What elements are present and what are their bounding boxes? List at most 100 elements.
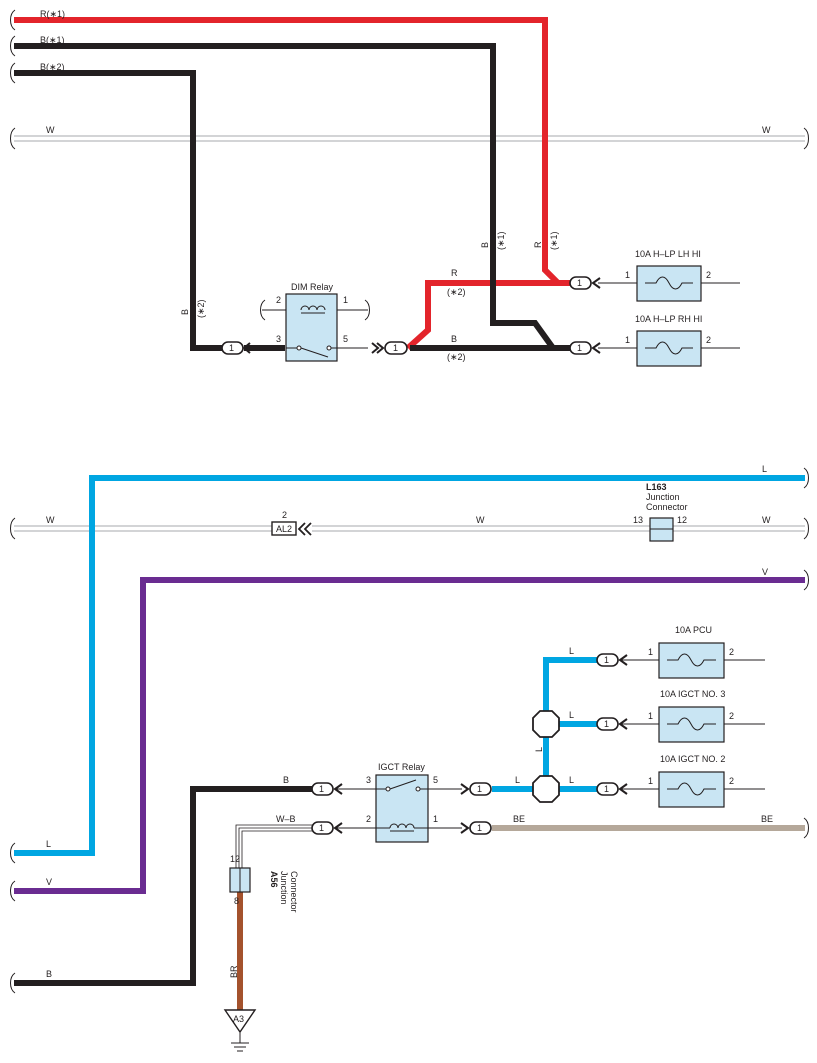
- connector-igct-in-b: 1: [311, 782, 343, 796]
- label-wire-w-bottom-right: W: [762, 515, 771, 525]
- label-wire-b-out: B: [451, 334, 457, 344]
- label-wire-b2: B(∗2): [40, 62, 65, 72]
- wire-v: [14, 577, 805, 894]
- connector-dim-out: 1: [371, 341, 408, 355]
- svg-text:1: 1: [319, 784, 324, 794]
- igct-relay-pin5: 5: [433, 775, 438, 785]
- break-marks-top: [10, 9, 809, 321]
- wire-r2: [405, 280, 576, 351]
- dim-relay-pin1: 1: [343, 295, 348, 305]
- igct-relay-pin1: 1: [433, 814, 438, 824]
- wire-w-bottom: [14, 525, 805, 532]
- fuse-hlp-lh-hi: 10A H–LP LH HI 1 2: [625, 249, 711, 302]
- fuse-pcu: 10A PCU 1 2: [648, 625, 734, 679]
- dim-relay: DIM Relay 2 1 3 5: [276, 282, 348, 362]
- fuse-icon: [667, 653, 716, 667]
- igct-relay-coil-icon: [389, 823, 415, 829]
- svg-text:Junction: Junction: [646, 492, 680, 502]
- svg-text:1: 1: [648, 647, 653, 657]
- igct-relay: IGCT Relay 3 5 2 1: [366, 762, 438, 843]
- label-wire-r2: R: [451, 268, 458, 278]
- fuse-igct-no2-label: 10A IGCT NO. 2: [660, 754, 725, 764]
- fuse-leads-bottom: [620, 659, 765, 790]
- label-vert-b2-star: (∗2): [196, 299, 206, 318]
- svg-text:2: 2: [706, 270, 711, 280]
- svg-text:1: 1: [577, 343, 582, 353]
- fuse-icon: [667, 717, 716, 731]
- splice-point-upper: [532, 710, 560, 738]
- connector-fuse-rh: 1: [569, 341, 601, 355]
- connector-fuse-igct2: 1: [596, 782, 628, 796]
- connector-igct-in-wb: 1: [311, 821, 343, 835]
- label-wire-l-relay: L: [515, 775, 520, 785]
- svg-text:12: 12: [677, 515, 687, 525]
- wire-w-top: [14, 135, 805, 142]
- igct-relay-label: IGCT Relay: [378, 762, 425, 772]
- label-wire-b-bottom: B: [46, 969, 52, 979]
- svg-text:L163: L163: [646, 482, 667, 492]
- svg-text:Connector: Connector: [646, 502, 688, 512]
- label-vert-r1-star: (∗1): [549, 231, 559, 250]
- fuse-icon: [645, 276, 693, 290]
- svg-text:13: 13: [633, 515, 643, 525]
- connector-fuse-igct3: 1: [596, 717, 628, 731]
- svg-text:1: 1: [319, 823, 324, 833]
- wire-b1: [14, 43, 556, 350]
- junction-connector-a56: 12 8 A56 Junction Connector: [229, 854, 299, 913]
- svg-text:1: 1: [477, 823, 482, 833]
- svg-text:1: 1: [477, 784, 482, 794]
- dim-relay-pin5: 5: [343, 334, 348, 344]
- connector-fuse-lh: 1: [569, 276, 601, 290]
- svg-text:1: 1: [625, 270, 630, 280]
- fuse-hlp-rh-hi-label: 10A H–LP RH HI: [635, 314, 702, 324]
- fuse-igct-no2: 10A IGCT NO. 2 1 2: [648, 754, 734, 808]
- label-wire-be-right: BE: [761, 814, 773, 824]
- dim-relay-label: DIM Relay: [291, 282, 334, 292]
- connector-igct-out-1: 1: [460, 821, 492, 835]
- label-vert-b1: B: [480, 242, 490, 248]
- label-wire-l-top: L: [762, 464, 767, 474]
- connector-fuse-pcu: 1: [596, 653, 628, 667]
- svg-text:1: 1: [229, 343, 234, 353]
- igct-relay-pin2: 2: [366, 814, 371, 824]
- svg-text:1: 1: [604, 784, 609, 794]
- dim-relay-coil-icon: [300, 305, 326, 311]
- svg-text:2: 2: [706, 335, 711, 345]
- label-wire-r2-star: (∗2): [447, 287, 466, 297]
- svg-text:1: 1: [648, 711, 653, 721]
- svg-text:2: 2: [729, 776, 734, 786]
- svg-text:1: 1: [393, 343, 398, 353]
- igct-relay-pin3: 3: [366, 775, 371, 785]
- label-wire-r1: R(∗1): [40, 9, 65, 19]
- wire-l-branches: [492, 657, 597, 792]
- fuse-igct-no3: 10A IGCT NO. 3 1 2: [648, 689, 734, 743]
- svg-text:AL2: AL2: [276, 524, 292, 534]
- fuse-igct-no3-label: 10A IGCT NO. 3: [660, 689, 725, 699]
- label-wire-w-left: W: [46, 125, 55, 135]
- label-wire-l-left: L: [46, 839, 51, 849]
- svg-text:1: 1: [604, 719, 609, 729]
- label-wire-w-bottom-mid: W: [476, 515, 485, 525]
- svg-text:2: 2: [729, 647, 734, 657]
- svg-text:1: 1: [577, 278, 582, 288]
- label-wire-w-bottom-left: W: [46, 515, 55, 525]
- label-wire-l-igct3: L: [569, 710, 574, 720]
- wire-wb: [235, 824, 314, 868]
- ground-triangle-icon: [223, 1009, 257, 1034]
- svg-text:2: 2: [282, 510, 287, 520]
- fuse-icon: [667, 782, 716, 796]
- svg-text:Junction: Junction: [279, 871, 289, 905]
- fuse-pcu-label: 10A PCU: [675, 625, 712, 635]
- svg-text:1: 1: [625, 335, 630, 345]
- igct-relay-switch-icon: [389, 779, 417, 790]
- svg-text:A56: A56: [269, 871, 279, 888]
- connector-al2: 2 AL2: [271, 510, 312, 536]
- label-wire-wb: W–B: [276, 814, 296, 824]
- label-wire-v-right: V: [762, 567, 768, 577]
- wire-l-main: [14, 475, 805, 856]
- svg-text:8: 8: [234, 896, 239, 906]
- label-wire-be-left: BE: [513, 814, 525, 824]
- svg-text:A3: A3: [233, 1014, 244, 1024]
- label-wire-br: BR: [229, 965, 239, 978]
